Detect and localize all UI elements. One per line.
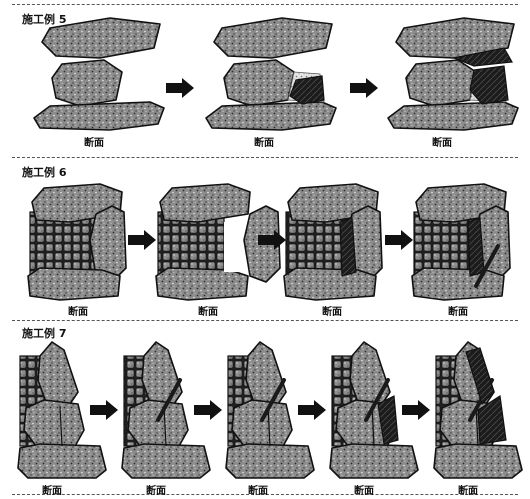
stone-block xyxy=(52,60,122,106)
stone-block xyxy=(388,102,518,130)
arrow-icon xyxy=(385,230,413,250)
stone-block xyxy=(24,400,84,448)
stone-block xyxy=(34,102,164,130)
example-5-title: 施工例 5 xyxy=(22,11,66,27)
void-area xyxy=(224,222,242,272)
step-caption: 断面 xyxy=(428,303,488,318)
arrow-icon xyxy=(194,400,222,420)
step-caption: 断面 xyxy=(64,134,124,149)
stone-block xyxy=(226,444,314,478)
stone-block xyxy=(406,60,476,106)
stone-block xyxy=(160,184,250,222)
stone-block xyxy=(214,18,332,58)
arrow-icon xyxy=(298,400,326,420)
stone-block xyxy=(232,400,292,448)
step-caption: 断面 xyxy=(302,303,362,318)
stone-block xyxy=(156,268,248,300)
stone-block xyxy=(434,444,522,478)
stone-block xyxy=(28,268,120,300)
step-caption: 断面 xyxy=(234,134,294,149)
step-caption: 断面 xyxy=(126,482,186,497)
step-caption: 断面 xyxy=(178,303,238,318)
stone-block xyxy=(128,400,188,448)
step-caption: 断面 xyxy=(438,482,498,497)
stone-block xyxy=(412,268,504,300)
step-caption: 断面 xyxy=(48,303,108,318)
arrow-icon xyxy=(402,400,430,420)
stone-block xyxy=(224,60,294,106)
step-caption: 断面 xyxy=(22,482,82,497)
arrow-icon xyxy=(128,230,156,250)
arrow-icon xyxy=(166,78,194,98)
step-caption: 断面 xyxy=(412,134,472,149)
stone-block xyxy=(18,444,106,478)
stone-block xyxy=(284,268,376,300)
step-caption: 断面 xyxy=(334,482,394,497)
step-caption: 断面 xyxy=(228,482,288,497)
example-7-title: 施工例 7 xyxy=(22,325,66,341)
stone-block xyxy=(206,102,336,130)
stone-block xyxy=(122,444,210,478)
stone-block xyxy=(330,444,418,478)
example-6-title: 施工例 6 xyxy=(22,164,66,180)
arrow-icon xyxy=(350,78,378,98)
arrow-icon xyxy=(90,400,118,420)
